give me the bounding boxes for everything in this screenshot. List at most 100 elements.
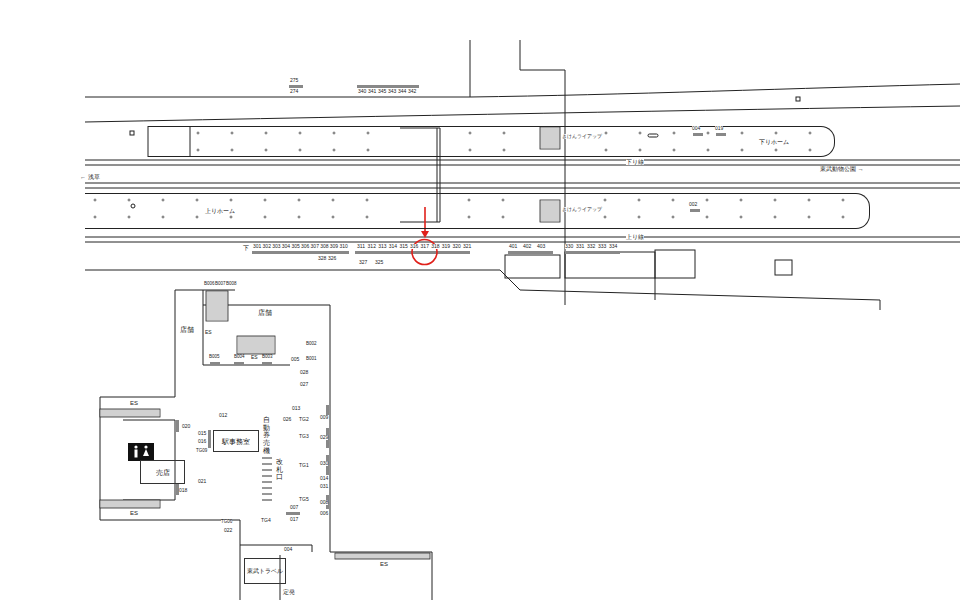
map-path bbox=[809, 149, 812, 152]
callout-number: 321 bbox=[463, 244, 471, 249]
callout-number: 301 bbox=[253, 244, 261, 249]
map-line bbox=[355, 553, 356, 559]
map-path bbox=[264, 216, 267, 219]
map-line bbox=[144, 409, 145, 417]
map-line bbox=[393, 553, 394, 559]
map-rect bbox=[775, 260, 792, 275]
map-line bbox=[259, 336, 260, 354]
callout-number: TG09 bbox=[196, 449, 207, 454]
callout-number: TG5 bbox=[299, 497, 309, 502]
map-line bbox=[540, 141, 560, 142]
callout-number: 013 bbox=[292, 406, 300, 411]
map-line bbox=[540, 143, 560, 144]
callout-number: 402 bbox=[523, 244, 531, 249]
map-line bbox=[130, 409, 131, 417]
map-line bbox=[540, 206, 560, 207]
callout-number: 002 bbox=[689, 202, 697, 207]
map-path bbox=[774, 199, 777, 202]
callout-number: B006 bbox=[204, 282, 215, 287]
map-path bbox=[333, 132, 336, 135]
map-line bbox=[540, 210, 560, 211]
map-path bbox=[230, 216, 233, 219]
map-line bbox=[106, 409, 107, 417]
map-line bbox=[206, 301, 228, 302]
map-path bbox=[367, 149, 370, 152]
map-line bbox=[112, 409, 113, 417]
map-line bbox=[148, 500, 149, 508]
map-label: 店舗 bbox=[258, 309, 272, 316]
map-path bbox=[262, 458, 272, 500]
map-path bbox=[775, 132, 778, 135]
map-label: きけんライアップ bbox=[562, 134, 602, 139]
map-g bbox=[94, 132, 845, 219]
map-line bbox=[206, 293, 228, 294]
map-path bbox=[774, 216, 777, 219]
map-line bbox=[206, 313, 228, 314]
map-path bbox=[655, 278, 656, 300]
map-line bbox=[156, 500, 157, 508]
map-line bbox=[359, 553, 360, 559]
map-line bbox=[104, 409, 105, 417]
callout-number: 004 bbox=[692, 126, 700, 131]
map-line bbox=[273, 336, 274, 354]
map-line bbox=[347, 553, 348, 559]
callout-number: ES bbox=[380, 561, 388, 567]
callout-number: B007 bbox=[215, 282, 226, 287]
map-line bbox=[413, 553, 414, 559]
map-rect bbox=[335, 553, 430, 559]
map-rect bbox=[289, 85, 303, 88]
map-path bbox=[143, 449, 149, 456]
platform-name: 上りホーム bbox=[205, 208, 235, 214]
callout-number: 014 bbox=[320, 476, 328, 481]
map-line bbox=[116, 409, 117, 417]
map-line bbox=[116, 500, 117, 508]
callout-number: 306 bbox=[301, 244, 309, 249]
map-path bbox=[672, 216, 675, 219]
map-path bbox=[94, 216, 97, 219]
map-path bbox=[100, 397, 240, 600]
map-line bbox=[540, 129, 560, 130]
callout-number: 316 bbox=[410, 244, 418, 249]
map-path bbox=[299, 149, 302, 152]
map-path bbox=[94, 199, 97, 202]
map-rect bbox=[234, 362, 244, 365]
map-line bbox=[206, 319, 228, 320]
callout-number: TG2 bbox=[299, 417, 309, 422]
callout-number: 326 bbox=[328, 256, 336, 261]
callout-number: 031 bbox=[320, 484, 328, 489]
room-box: 東武トラベル bbox=[244, 558, 286, 584]
map-line bbox=[120, 409, 121, 417]
map-line bbox=[106, 500, 107, 508]
map-path bbox=[638, 199, 641, 202]
map-label: 改札口 bbox=[276, 458, 283, 481]
map-line bbox=[110, 409, 111, 417]
map-g bbox=[412, 207, 437, 265]
map-rect bbox=[565, 252, 655, 278]
map-line bbox=[126, 409, 127, 417]
room-box: 駅事務室 bbox=[213, 430, 259, 452]
map-label: 自動券売機 bbox=[263, 416, 270, 454]
map-path bbox=[470, 84, 960, 97]
map-path bbox=[203, 290, 290, 365]
callout-number: 330 bbox=[565, 244, 573, 249]
map-line bbox=[110, 500, 111, 508]
map-line bbox=[206, 303, 228, 304]
map-line bbox=[269, 336, 270, 354]
map-path bbox=[298, 199, 301, 202]
map-line bbox=[102, 500, 103, 508]
map-line bbox=[112, 500, 113, 508]
map-rect bbox=[206, 291, 228, 321]
map-line bbox=[381, 553, 382, 559]
map-g bbox=[262, 458, 272, 500]
callout-number: 333 bbox=[598, 244, 606, 249]
map-path bbox=[162, 216, 165, 219]
callout-number: B004 bbox=[234, 355, 245, 360]
map-path bbox=[673, 149, 676, 152]
callout-number: 344 bbox=[398, 89, 406, 94]
callout-number: 009 bbox=[320, 415, 328, 420]
callout-number: 403 bbox=[537, 244, 545, 249]
callout-number: 274 bbox=[290, 89, 298, 94]
map-path bbox=[265, 149, 268, 152]
map-line bbox=[206, 295, 228, 296]
map-path bbox=[230, 199, 233, 202]
